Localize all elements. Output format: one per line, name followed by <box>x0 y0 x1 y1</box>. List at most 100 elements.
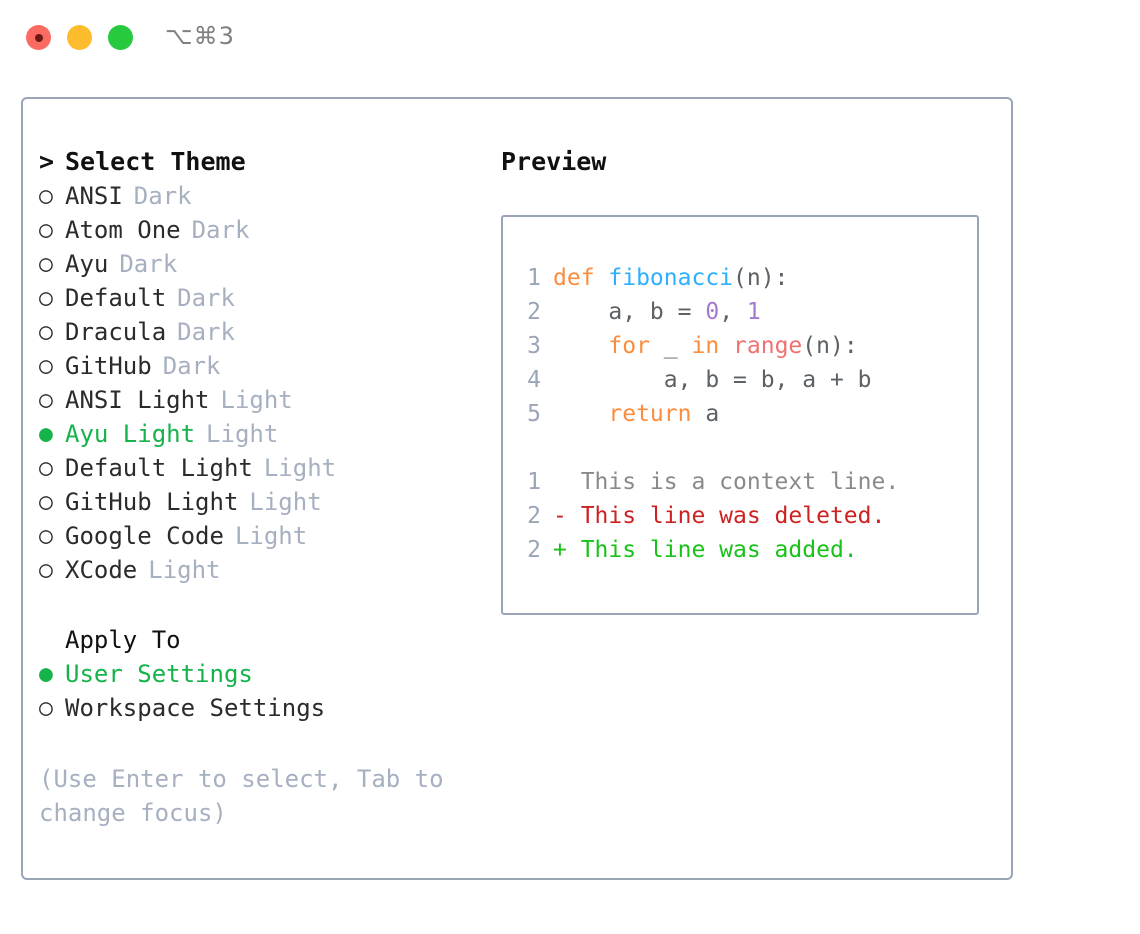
radio-selected-icon: ● <box>39 661 53 687</box>
code-line: 3 for _ in range(n): <box>517 329 971 363</box>
keyboard-shortcut-label: ⌥⌘3 <box>165 22 235 50</box>
section-spacer <box>39 587 499 623</box>
radio-unselected-icon: ○ <box>39 557 53 583</box>
theme-option-name: Default Light <box>65 454 253 482</box>
apply-to-heading-label: Apply To <box>65 626 181 654</box>
code-token: (n): <box>733 265 789 291</box>
theme-option[interactable]: ○ Atom One Dark <box>39 213 499 247</box>
theme-option-name: Google Code <box>65 522 224 550</box>
code-token <box>553 333 608 359</box>
theme-option-variant: Light <box>148 556 221 584</box>
theme-option-variant: Light <box>249 488 322 516</box>
theme-option[interactable]: ○ XCode Light <box>39 553 499 587</box>
code-token: fibonacci <box>608 265 734 291</box>
theme-option-name: XCode <box>65 556 138 584</box>
apply-to-option[interactable]: ● User Settings <box>39 657 499 691</box>
radio-selected-icon: ● <box>39 421 53 447</box>
code-token <box>719 333 733 359</box>
maximize-button[interactable] <box>108 25 133 50</box>
keyboard-hint: (Use Enter to select, Tab to change focu… <box>39 765 444 827</box>
code-line: 4 a, b = b, a + b <box>517 363 971 397</box>
traffic-light-group <box>26 25 133 50</box>
select-theme-heading: > Select Theme <box>39 145 499 179</box>
code-token: return <box>608 401 692 427</box>
preview-diff-lines: 1 This is a context line. 2 - This line wa… <box>517 465 971 567</box>
code-token: range <box>733 333 803 359</box>
code-token: a, b = b, a + b <box>553 367 872 393</box>
theme-option[interactable]: ○ Default Dark <box>39 281 499 315</box>
line-number: 5 <box>527 401 541 427</box>
line-number: 3 <box>527 333 541 359</box>
line-number: 4 <box>527 367 541 393</box>
theme-option-variant: Dark <box>177 284 235 312</box>
radio-unselected-icon: ○ <box>39 285 53 311</box>
radio-unselected-icon: ○ <box>39 455 53 481</box>
radio-unselected-icon: ○ <box>39 695 53 721</box>
code-line: 2 a, b = 0, 1 <box>517 295 971 329</box>
theme-option-name: ANSI <box>65 182 123 210</box>
theme-option-variant: Dark <box>119 250 178 278</box>
radio-unselected-icon: ○ <box>39 353 53 379</box>
code-token: 1 <box>746 299 761 325</box>
theme-option-name: Atom One <box>65 216 181 244</box>
theme-option-name: Default <box>65 284 167 312</box>
code-token: in <box>691 333 720 359</box>
theme-option-name: ANSI Light <box>65 386 210 414</box>
code-token: _ <box>649 333 692 359</box>
code-token: - This line was deleted. <box>553 503 886 529</box>
minimize-button[interactable] <box>67 25 92 50</box>
title-bar: ⌥⌘3 <box>0 0 1140 78</box>
theme-option[interactable]: ○ Google Code Light <box>39 519 499 553</box>
theme-option-variant: Light <box>220 386 293 414</box>
theme-option-name: Dracula <box>65 318 167 346</box>
radio-unselected-icon: ○ <box>39 489 53 515</box>
close-button[interactable] <box>26 25 51 50</box>
code-token: (n): <box>802 333 858 359</box>
code-token: This is a context line. <box>553 469 900 495</box>
apply-to-list: ● User Settings ○Workspace Settings <box>39 657 499 725</box>
theme-option-name: GitHub <box>65 352 152 380</box>
theme-option[interactable]: ○ Ayu Dark <box>39 247 499 281</box>
apply-to-option-label: User Settings <box>65 660 253 688</box>
line-number: 1 <box>527 469 541 495</box>
diff-line: 1 This is a context line. <box>517 465 971 499</box>
theme-option[interactable]: ● Ayu Light Light <box>39 417 499 451</box>
prompt-caret-icon: > <box>39 147 55 176</box>
theme-option-variant: Light <box>234 522 308 550</box>
theme-option-variant: Dark <box>133 182 192 210</box>
radio-unselected-icon: ○ <box>39 217 53 243</box>
theme-option-variant: Light <box>263 454 337 482</box>
theme-option-variant: Light <box>206 420 279 448</box>
code-token: def <box>553 265 609 291</box>
code-token: , <box>719 299 747 325</box>
theme-option-variant: Dark <box>191 216 250 244</box>
theme-option-variant: Dark <box>177 318 235 346</box>
apply-to-option[interactable]: ○Workspace Settings <box>39 691 499 725</box>
preview-title: Preview <box>501 147 607 176</box>
theme-option-name: Ayu <box>65 250 109 278</box>
select-theme-heading-label: Select Theme <box>65 147 246 176</box>
spacer-bullet: ○ <box>39 623 65 657</box>
radio-unselected-icon: ○ <box>39 523 53 549</box>
code-token: a <box>691 401 720 427</box>
radio-unselected-icon: ○ <box>39 319 53 345</box>
code-token: 0 <box>705 299 720 325</box>
diff-line: 2 - This line was deleted. <box>517 499 971 533</box>
radio-unselected-icon: ○ <box>39 251 53 277</box>
line-number: 2 <box>527 537 541 563</box>
code-token: a, b = <box>553 299 706 325</box>
theme-option[interactable]: ○ Default Light Light <box>39 451 499 485</box>
line-number: 2 <box>527 503 541 529</box>
theme-option[interactable]: ○ Dracula Dark <box>39 315 499 349</box>
theme-option-name: Ayu Light <box>65 420 196 448</box>
